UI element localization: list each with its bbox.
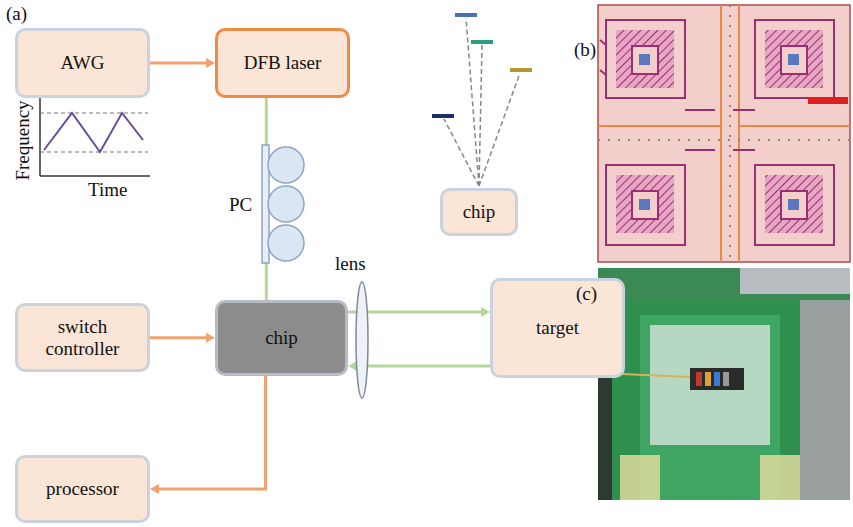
connector <box>150 58 215 68</box>
box-label: AWG <box>61 52 105 74</box>
connector <box>348 361 490 371</box>
frequency-plot <box>40 95 150 176</box>
beam-targets <box>432 13 532 118</box>
chip-box: chip <box>215 300 348 376</box>
box-label: chip <box>463 201 496 223</box>
box-label: switch controller <box>26 316 139 360</box>
connector <box>348 307 490 317</box>
lens <box>356 282 368 398</box>
source-box: AWG <box>15 28 150 98</box>
controller-box: switch controller <box>15 303 150 372</box>
box-label: processor <box>46 478 119 500</box>
panel-label: (b) <box>574 40 596 59</box>
box-label: DFB laser <box>244 52 322 74</box>
target-box: target <box>490 278 625 378</box>
chip-layout-image <box>598 5 850 262</box>
beam-steering-sketch <box>444 18 520 186</box>
box-label: target <box>536 317 579 339</box>
panel-label: (a) <box>6 4 27 23</box>
panel-label: (c) <box>576 284 597 303</box>
box-label: chip <box>265 327 298 349</box>
packaged-chip-photo <box>598 268 850 500</box>
processor-box: processor <box>15 455 150 523</box>
polarization-controller <box>262 145 304 263</box>
connector <box>150 333 215 343</box>
part-label: lens <box>335 254 366 273</box>
laser-box: DFB laser <box>215 28 350 98</box>
axis-label: Time <box>88 180 127 199</box>
part-label: PC <box>229 195 252 214</box>
axis-label: Frequency <box>13 100 32 180</box>
chip-inset-box: chip <box>440 188 518 236</box>
connector <box>150 376 266 494</box>
